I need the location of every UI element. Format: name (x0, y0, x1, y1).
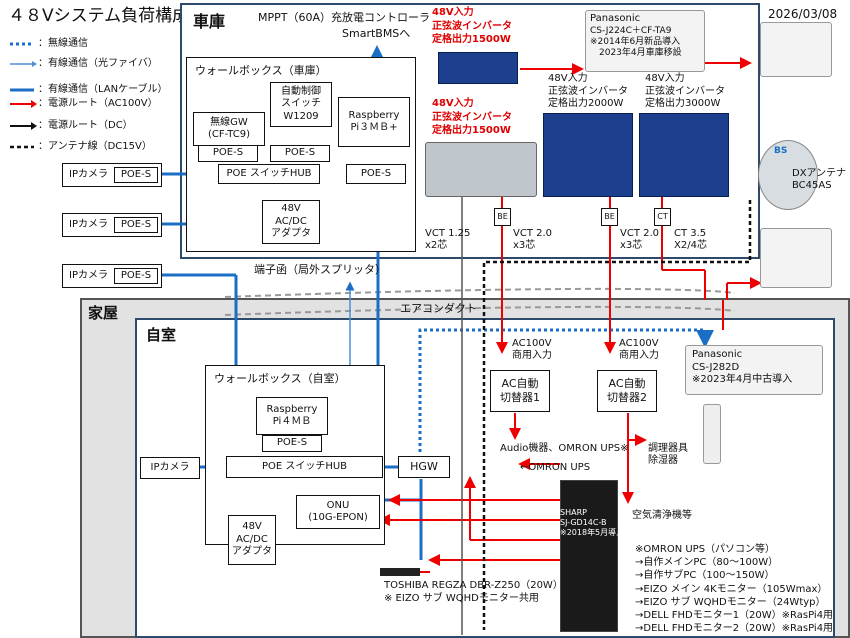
legend-wireless: ：無線通信 (38, 38, 88, 49)
room-poe-hub: POE スイッチHUB (226, 456, 383, 478)
bs-antenna-icon (758, 140, 818, 210)
inverter-1-spec: 48V入力正弦波インバータ定格出力1500W (432, 7, 512, 45)
regza-note: ※ EIZO サブ WQHDモニター共用 (384, 593, 539, 604)
garage-wireless-gw: 無線GW(CF-TC9) (193, 112, 265, 146)
mppt-label: MPPT（60A）充放電コントローラ (258, 11, 430, 24)
ac-switch-2: AC自動切替器2 (597, 370, 657, 412)
garage-poe-s-3: POE-S (346, 164, 406, 184)
sharp-refrigerator (560, 480, 618, 632)
ct-connector: CT (654, 208, 671, 226)
garage-poe-hub: POE スイッチHUB (218, 164, 320, 184)
ipcam-2-poe: POE-S (113, 217, 158, 233)
ipcam-1: IPカメラ POE-S (62, 163, 162, 187)
legend-lan: ：有線通信（LANケーブル） (38, 84, 168, 95)
inverter-1 (438, 52, 518, 84)
room-label: 自室 (146, 326, 177, 344)
hgw: HGW (398, 456, 450, 478)
garage-poe-s-2: POE-S (270, 145, 330, 162)
remote-control-icon (703, 404, 721, 464)
room-poe-s: POE-S (262, 435, 322, 452)
regza-label: TOSHIBA REGZA DBR-Z250（20W） (384, 580, 563, 591)
be-connector-1: BE (494, 208, 511, 226)
inverter-4 (639, 113, 729, 197)
room-wallbox-title: ウォールボックス（自室） (214, 372, 346, 385)
inverter-2 (425, 142, 537, 197)
regza-recorder (380, 568, 420, 576)
legend-ac100: ：電源ルート（AC100V） (38, 98, 158, 109)
aircon-duct-label: エアコンダクト (400, 302, 477, 315)
omron-ups-label: ←OMRON UPS (520, 462, 591, 473)
garage-wallbox-title: ウォールボックス（車庫） (195, 64, 327, 77)
page-title: ４８Vシステム負荷構成 (8, 6, 190, 26)
be-connector-2: BE (601, 208, 618, 226)
air-purifier-label: 空気清浄機等 (632, 510, 692, 521)
ipcam-1-poe: POE-S (113, 167, 158, 183)
inverter-4-spec: 48V入力正弦波インバータ定格出力3000W (645, 73, 725, 109)
ipcam-3: IPカメラ POE-S (62, 264, 162, 288)
inverter-3-spec: 48V入力正弦波インバータ定格出力2000W (548, 73, 628, 109)
ac-switch-1: AC自動切替器1 (490, 370, 550, 412)
garage-poe-s-1: POE-S (198, 145, 258, 162)
garage-label: 車庫 (193, 12, 226, 31)
onu: ONU(10G-EPON) (296, 495, 380, 529)
date-label: 2026/03/08 (768, 7, 838, 21)
ipcam-3-poe: POE-S (113, 268, 158, 284)
legend-fiber: ：有線通信（光ファイバ） (38, 58, 158, 69)
inverter-3 (543, 113, 633, 197)
bs-antenna-logo: BS (774, 146, 788, 156)
cooking-label: 調理器具除湿器 (648, 443, 688, 466)
smartbms-label: SmartBMSへ (342, 27, 411, 40)
splitter-label: 端子函（局外スプリッタ） (254, 263, 386, 276)
ups-list: ※OMRON UPS（パソコン等）→自作メインPC（80～100W）→自作サブP… (635, 544, 834, 635)
inverter-2-spec: 48V入力正弦波インバータ定格出力1500W (432, 98, 512, 136)
house-label: 家屋 (88, 304, 119, 322)
ipcam-2: IPカメラ POE-S (62, 213, 162, 237)
legend-dc: ：電源ルート（DC） (38, 120, 133, 131)
room-ipcam: IPカメラ (140, 457, 200, 479)
audio-label: Audio機器、OMRON UPS※ (500, 443, 629, 454)
aircon-outdoor-1 (760, 22, 832, 77)
legend-antenna: ：アンテナ線（DC15V） (38, 141, 152, 152)
aircon-outdoor-2 (760, 228, 832, 288)
